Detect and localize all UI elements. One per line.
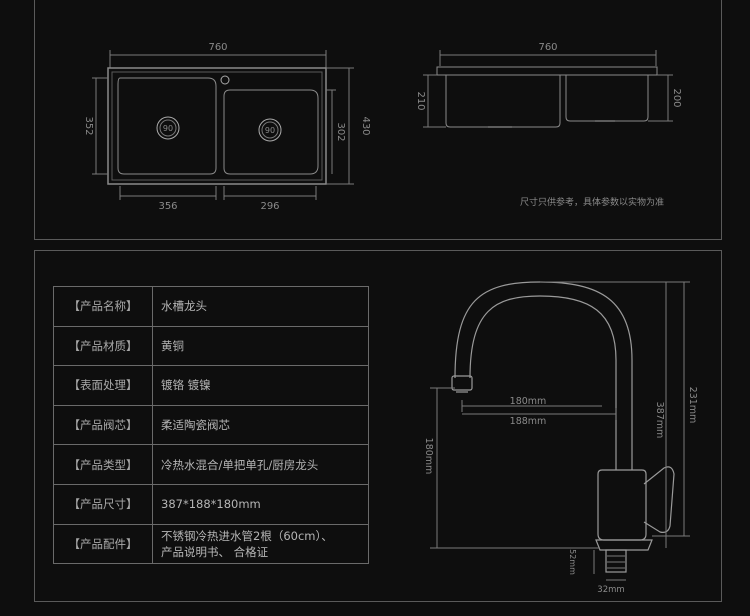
table-row: 【表面处理】 镀铬 镀镍: [53, 365, 369, 406]
spec-value: 387*188*180mm: [152, 483, 369, 525]
faucet-spec-panel: [34, 250, 722, 602]
table-row: 【产品尺寸】 387*188*180mm: [53, 483, 369, 525]
spec-value: 不锈钢冷热进水管2根（60cm）、 产品说明书、 合格证: [152, 523, 369, 565]
table-row: 【产品配件】 不锈钢冷热进水管2根（60cm）、 产品说明书、 合格证: [53, 523, 369, 565]
spec-key: 【产品名称】: [53, 286, 153, 327]
spec-value: 黄铜: [152, 325, 369, 367]
spec-key: 【表面处理】: [53, 365, 153, 406]
spec-value: 柔适陶瓷阀芯: [152, 404, 369, 446]
spec-value-line: 不锈钢冷热进水管2根（60cm）、: [161, 528, 333, 543]
dimension-note: 尺寸只供参考，具体参数以实物为准: [520, 198, 665, 208]
spec-value-line: 产品说明书、 合格证: [161, 544, 269, 559]
spec-value: 冷热水混合/单把单孔/厨房龙头: [152, 444, 369, 485]
sink-dimension-panel: [34, 0, 722, 240]
table-row: 【产品类型】 冷热水混合/单把单孔/厨房龙头: [53, 444, 369, 485]
spec-key: 【产品配件】: [53, 523, 153, 565]
spec-table: 【产品名称】 水槽龙头 【产品材质】 黄铜 【表面处理】 镀铬 镀镍 【产品阀芯…: [53, 286, 369, 565]
spec-key: 【产品阀芯】: [53, 404, 153, 446]
table-row: 【产品名称】 水槽龙头: [53, 286, 369, 327]
spec-value: 镀铬 镀镍: [152, 365, 369, 406]
spec-key: 【产品材质】: [53, 325, 153, 367]
spec-key: 【产品尺寸】: [53, 483, 153, 525]
spec-key: 【产品类型】: [53, 444, 153, 485]
table-row: 【产品阀芯】 柔适陶瓷阀芯: [53, 404, 369, 446]
spec-value: 水槽龙头: [152, 286, 369, 327]
table-row: 【产品材质】 黄铜: [53, 325, 369, 367]
